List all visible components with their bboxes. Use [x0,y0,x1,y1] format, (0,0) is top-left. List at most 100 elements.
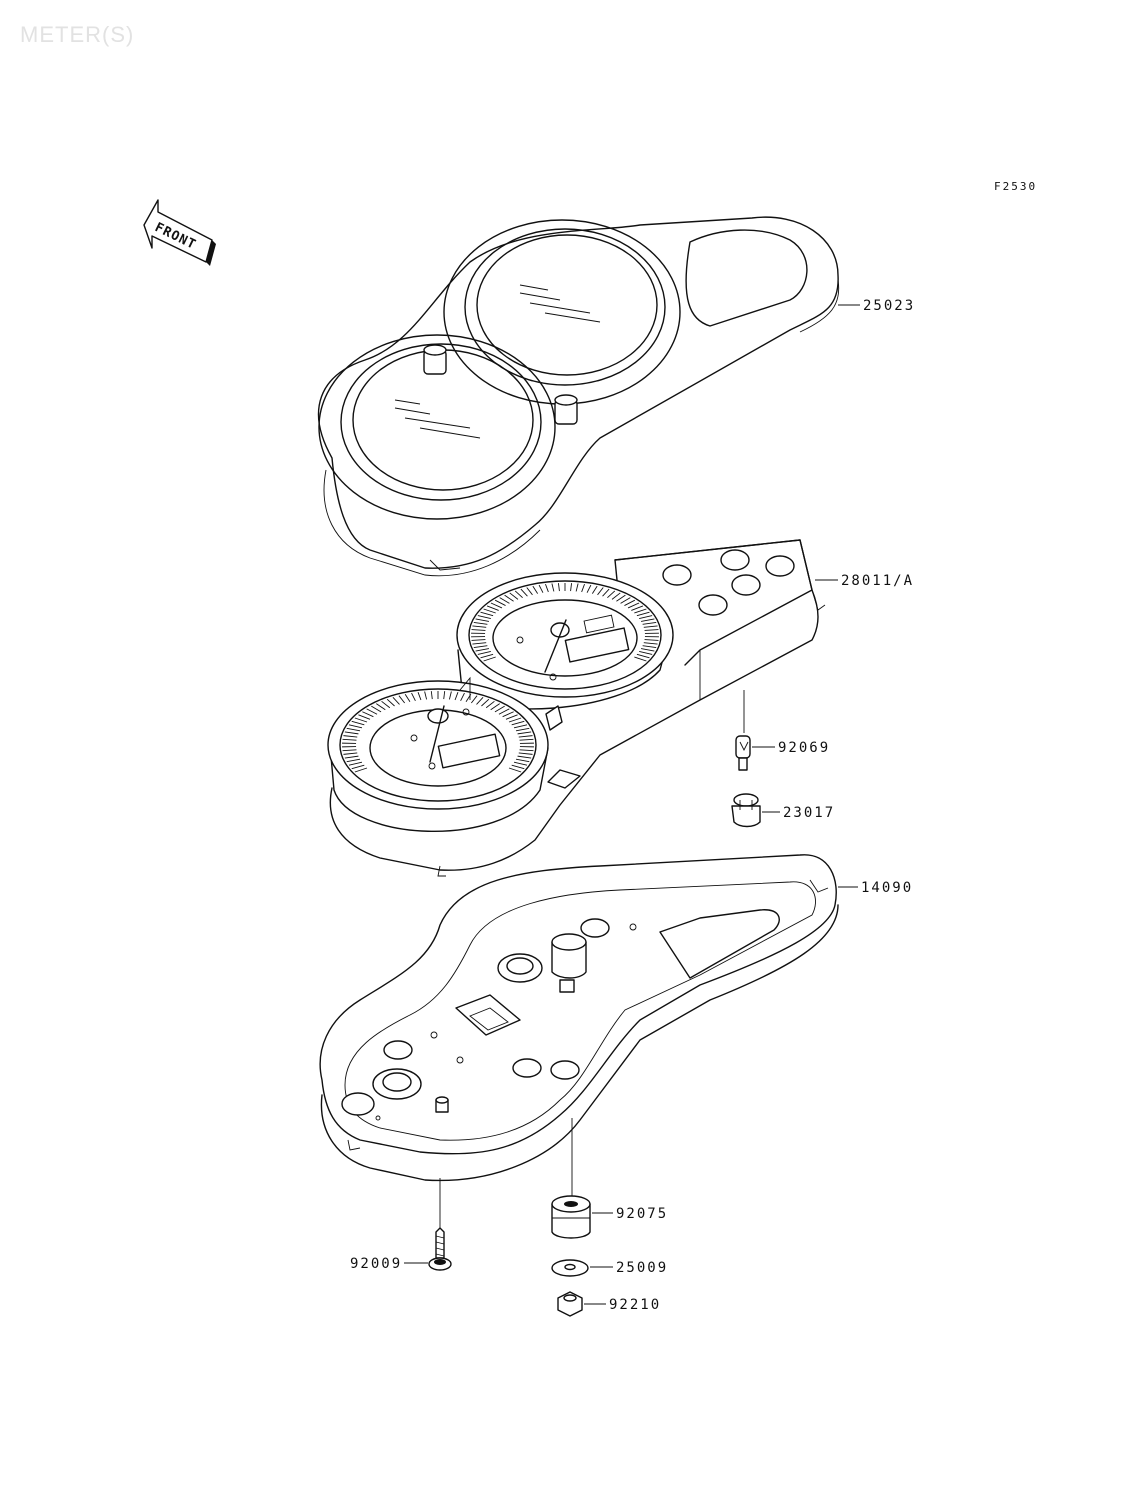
gauge-tick [514,590,523,599]
gauge-tick [443,691,446,700]
gauge-tick [498,708,510,715]
gauge-tick [518,752,533,755]
socket-icon [731,793,761,828]
gauge-tick [348,724,363,729]
gauge-tick [636,653,650,659]
gauge-tick [470,695,478,704]
gauge-tick [494,705,505,713]
part-label-92069: 92069 [778,740,830,756]
gauge-tick [475,648,489,652]
gauge-tick [386,698,395,707]
gauge-tick [639,615,653,619]
gauge-tick [471,629,486,631]
gauge-tick [641,648,655,652]
gauge-tick [517,731,532,735]
gauge-tick [362,711,374,718]
gauge-tick [348,761,363,766]
meter-cover [317,216,840,577]
gauge-tick [351,764,365,770]
gauge-tick [477,651,491,655]
washer-icon [551,1259,589,1277]
gauge-tick [490,602,503,609]
gauge-tick [634,608,647,614]
gauge-tick [570,583,573,592]
nut-icon [557,1291,583,1317]
gauge-tick [343,735,358,738]
gauge-tick [481,698,490,707]
part-label-25023: 25023 [863,298,915,314]
front-arrow-icon: FRONT [143,199,216,266]
gauge-tick [520,588,528,597]
gauge-tick [448,691,452,700]
gauge-tick [499,597,510,604]
gauge-tick [641,618,655,622]
gauge-tick [424,691,428,700]
gauge-tick [627,602,640,609]
bulb-icon [735,735,751,771]
gauge-tick [620,597,631,604]
gauge-tick [354,717,368,723]
gauge-tick [602,588,610,597]
gauge-tick [342,738,357,741]
page-watermark: METER(S) [20,22,135,47]
meter-assembly [327,539,826,877]
gauge-tick [351,720,365,726]
gauge-tick [472,642,487,645]
gauge-tick [508,767,522,773]
gauge-tick [631,605,644,611]
gauge-tick [607,590,616,599]
gauge-tick [358,714,371,720]
gauge-tick [483,608,496,614]
gauge-tick [532,585,539,594]
gauge-tick [342,749,357,752]
gauge-tick [513,761,528,766]
gauge-tick [454,692,459,701]
part-label-92075: 92075 [616,1206,668,1222]
gauge-tick [508,717,522,723]
gauge-tick [376,703,386,711]
part-label-92210: 92210 [609,1297,661,1313]
gauge-tick [643,625,658,628]
gauge-tick [515,727,530,732]
gauge-tick [639,651,653,655]
gauge-tick [586,584,592,593]
part-label-23017: 23017 [783,805,835,821]
gauge-tick [634,656,647,662]
gauge-tick [366,708,378,715]
gauge-tick [343,752,358,755]
gauge-tick [519,738,534,741]
gauge-tick [505,714,518,720]
gauge-tick [472,625,487,628]
gauge-tick [644,629,659,631]
gauge-tick [504,594,514,602]
gauge-tick [643,642,658,645]
gauge-tick [538,584,544,593]
gauge-tick [575,583,579,592]
gauge-tick [494,599,506,606]
gauge-tick [624,599,636,606]
gauge-tick [473,645,488,649]
gauge-tick [636,611,650,617]
meter-case [319,854,839,1182]
gauge-tick [354,767,368,773]
gauge-tick [381,700,391,709]
part-label-25009: 25009 [616,1260,668,1276]
gauge-tick [486,605,499,611]
gauge-tick [485,700,495,709]
part-label-92009: 92009 [350,1256,402,1272]
gauge-tick [515,758,530,763]
gauge-tick [502,711,514,718]
gauge-tick [477,615,491,619]
gauge-tick [404,694,411,703]
gauge-tick [344,731,359,735]
gauge-tick [511,720,525,726]
gauge-tick [511,764,525,770]
gauge-tick [517,755,532,759]
gauge-tick [430,691,433,700]
gauge-tick [597,587,604,596]
damper-icon [551,1195,591,1239]
gauge-tick [346,758,361,763]
gauge-tick [411,692,416,701]
part-label-28011A: 28011/A [841,573,914,589]
